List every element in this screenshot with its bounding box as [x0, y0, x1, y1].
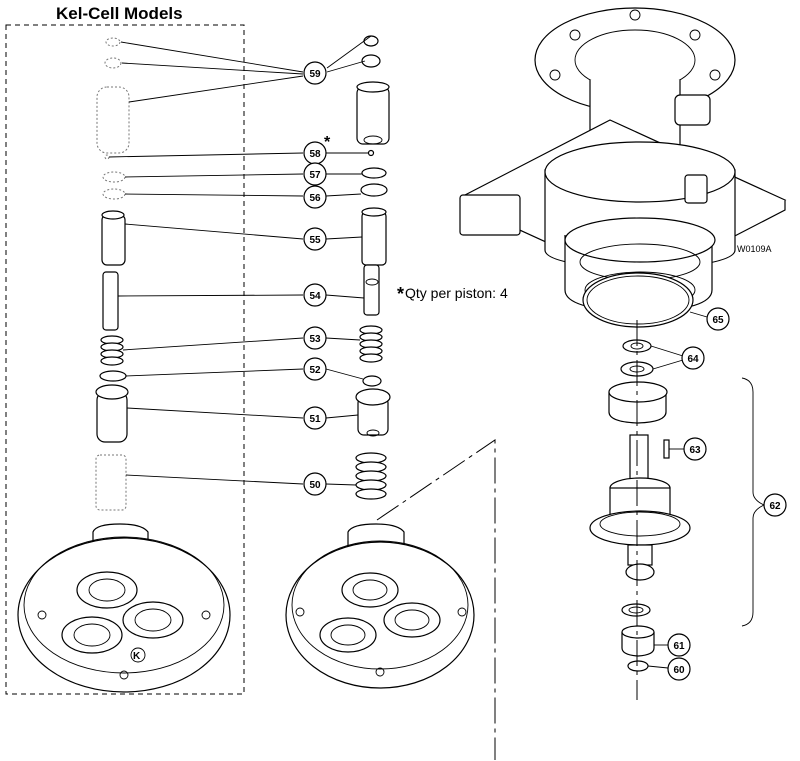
svg-text:64: 64 [687, 354, 699, 365]
standard-parts [285, 35, 496, 760]
svg-text:63: 63 [689, 445, 701, 456]
figure-reference: W0109A [737, 244, 772, 254]
callout-62: 62 [763, 493, 787, 517]
svg-text:54: 54 [309, 291, 321, 302]
svg-text:60: 60 [673, 665, 685, 676]
callout-65: 65 [706, 307, 730, 331]
callout-55: 55 [303, 227, 327, 251]
callout-52: 52 [303, 357, 327, 381]
svg-text:65: 65 [712, 315, 724, 326]
callout-53: 53 [303, 326, 327, 350]
svg-text:55: 55 [309, 235, 321, 246]
leader-lines [108, 35, 708, 669]
callout-59: 59 [303, 61, 327, 85]
svg-text:52: 52 [309, 365, 321, 376]
svg-text:K: K [133, 651, 141, 662]
svg-text:53: 53 [309, 334, 321, 345]
svg-text:59: 59 [309, 69, 321, 80]
note-asterisk: * [397, 284, 405, 304]
svg-text:57: 57 [309, 170, 321, 181]
svg-text:61: 61 [673, 641, 685, 652]
motor-housing-assembly [459, 7, 787, 700]
svg-text:62: 62 [769, 501, 781, 512]
svg-text:51: 51 [309, 414, 321, 425]
quantity-note: *Qty per piston: 4 [397, 284, 508, 305]
kel-cell-dashed-box [5, 24, 245, 695]
note-text: Qty per piston: 4 [405, 285, 508, 301]
svg-text:58: 58 [309, 149, 321, 160]
callout-56: 56 [303, 185, 327, 209]
callout-58-asterisk: * [324, 134, 331, 151]
callout-50: 50 [303, 472, 327, 496]
kel-cell-parts: K [17, 37, 231, 693]
callout-51: 51 [303, 406, 327, 430]
svg-text:50: 50 [309, 480, 321, 491]
callout-58: 58 [303, 141, 327, 165]
diagram-title: Kel-Cell Models [56, 4, 183, 23]
callout-61: 61 [667, 633, 691, 657]
callout-57: 57 [303, 162, 327, 186]
svg-text:56: 56 [309, 193, 321, 204]
callout-60: 60 [667, 657, 691, 681]
callout-54: 54 [303, 283, 327, 307]
callout-63: 63 [683, 437, 707, 461]
callout-64: 64 [681, 346, 705, 370]
